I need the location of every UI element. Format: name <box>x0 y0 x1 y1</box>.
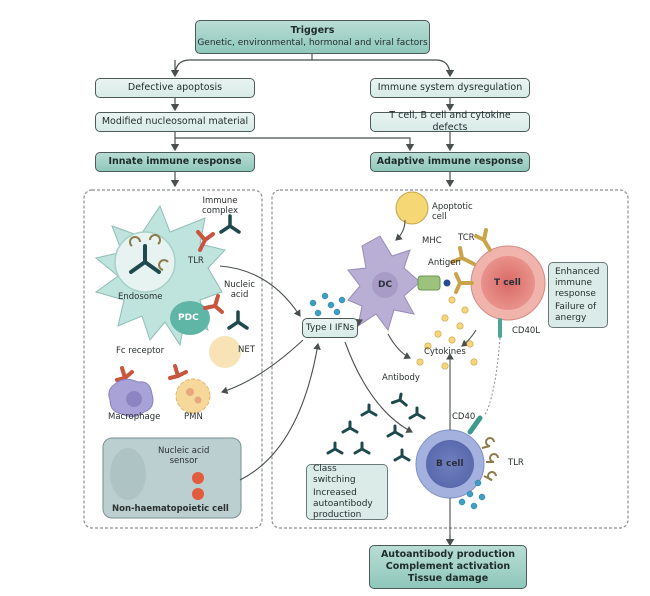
net-icon <box>209 336 241 368</box>
tcr-label: TCR <box>458 233 475 243</box>
innate-arrows <box>219 265 321 481</box>
tlr-receptor-icons <box>129 234 169 271</box>
fc-receptor-icons <box>115 230 224 382</box>
box-line: Failure of <box>555 301 597 312</box>
triggers-title: Triggers <box>290 25 335 36</box>
b-cell-label: B cell <box>436 459 464 469</box>
box-line: response <box>555 288 596 299</box>
tcr-icons <box>450 228 492 294</box>
b-cell-tlr-label: TLR <box>508 458 524 468</box>
outcome-box: Autoantibody production Complement activ… <box>369 545 527 589</box>
cd40-icon <box>467 415 483 435</box>
apoptotic-cell-label: Apoptotic cell <box>432 202 473 222</box>
box-line: immune <box>555 277 592 288</box>
tlr-label: TLR <box>188 256 204 266</box>
defective-apoptosis-box: Defective apoptosis <box>95 78 255 98</box>
sensor-icon <box>192 488 204 500</box>
box-line: Class switching <box>313 463 356 485</box>
label-line: Apoptotic <box>432 202 473 212</box>
pmn-lobe-icon <box>186 388 194 396</box>
label-line: acid <box>230 290 249 300</box>
outcome-line: Tissue damage <box>407 573 489 584</box>
dc-label: DC <box>378 280 393 290</box>
non-haem-nucleus-icon <box>110 448 146 500</box>
label-line: Immune <box>202 196 238 206</box>
modified-nucleosomal-box: Modified nucleosomal material <box>95 112 255 132</box>
label-line: complex <box>202 206 239 216</box>
sensor-icon <box>192 472 204 484</box>
box-line: anergy <box>555 312 587 323</box>
type1-ifns-box: Type I IFNs <box>302 318 358 338</box>
box-label: Innate immune response <box>108 156 242 167</box>
ifn-dots <box>309 292 486 510</box>
box-label: Adaptive immune response <box>376 156 524 167</box>
mhc-icon <box>417 275 441 291</box>
fc-receptor-label: Fc receptor <box>116 346 165 356</box>
box-label: Defective apoptosis <box>127 82 223 93</box>
t-cell-effect-box: Enhanced immune response Failure of aner… <box>548 262 608 328</box>
macrophage-nucleus-icon <box>126 391 142 407</box>
antigen-icon <box>442 278 452 288</box>
pdc-cell-icon <box>94 204 226 347</box>
antibody-label: Antibody <box>382 373 420 383</box>
b-cell-nucleus-icon <box>426 440 474 488</box>
cd40-label: CD40 <box>452 412 476 422</box>
pmn-lobe-icon <box>194 396 202 404</box>
cd40l-label: CD40L <box>512 326 541 336</box>
macrophage-label: Macrophage <box>108 412 161 422</box>
b-cell-effect-box: Class switching Increased autoantibody p… <box>306 464 388 520</box>
box-label: Modified nucleosomal material <box>101 116 249 127</box>
outcome-line: Autoantibody production <box>380 549 516 560</box>
box-label: T cell, B cell and cytokine defects <box>389 110 511 133</box>
t-cell-label: T cell <box>494 278 521 288</box>
sensor-label: Nucleic acid sensor <box>158 446 209 466</box>
pdc-label: PDC <box>178 313 199 323</box>
label-line: cell <box>432 212 447 222</box>
immune-dysregulation-box: Immune system dysregulation <box>370 78 530 98</box>
b-cell-tlr-icons <box>481 437 499 481</box>
pmn-icon <box>175 378 211 414</box>
label-line: sensor <box>169 456 198 466</box>
apoptotic-cell-icon <box>395 191 429 225</box>
non-haem-label: Non-haematopoietic cell <box>112 504 229 514</box>
mhc-label: MHC <box>422 236 442 246</box>
innate-response-box: Innate immune response <box>95 152 255 172</box>
cytokine-dots <box>416 296 478 370</box>
cytokines-label: Cytokines <box>424 347 466 357</box>
pmn-label: PMN <box>184 412 203 422</box>
t-cell-nucleus-icon <box>481 256 535 310</box>
free-immune-complex-icons <box>219 214 249 330</box>
net-label: NET <box>238 345 255 355</box>
immune-complex-label: Immune complex <box>202 196 238 216</box>
cd40l-cd40-link <box>483 337 501 417</box>
label-line: Nucleic acid <box>158 446 210 456</box>
nucleic-acid-label: Nucleic acid <box>224 280 255 300</box>
endosome-label: Endosome <box>118 292 163 302</box>
box-line: Enhanced <box>555 266 600 277</box>
immune-complex-icon <box>129 244 161 274</box>
triggers-box: Triggers Genetic, environmental, hormona… <box>195 20 430 54</box>
antibody-icons <box>326 392 426 462</box>
cell-defects-box: T cell, B cell and cytokine defects <box>370 110 530 133</box>
label-line: Nucleic <box>224 280 256 290</box>
outcome-line: Complement activation <box>385 561 511 572</box>
triggers-subtitle: Genetic, environmental, hormonal and vir… <box>197 38 428 48</box>
antigen-label: Antigen <box>428 258 461 268</box>
box-line: autoantibody <box>313 498 373 509</box>
pdc-nucleus-icon <box>170 301 210 335</box>
innate-panel-border <box>83 189 263 529</box>
box-label: Immune system dysregulation <box>377 82 523 93</box>
box-label: Type I IFNs <box>305 323 355 333</box>
box-line: production <box>313 509 362 520</box>
box-line: Increased <box>313 487 357 498</box>
dc-nucleus-icon <box>372 272 398 298</box>
adaptive-response-box: Adaptive immune response <box>370 152 530 172</box>
